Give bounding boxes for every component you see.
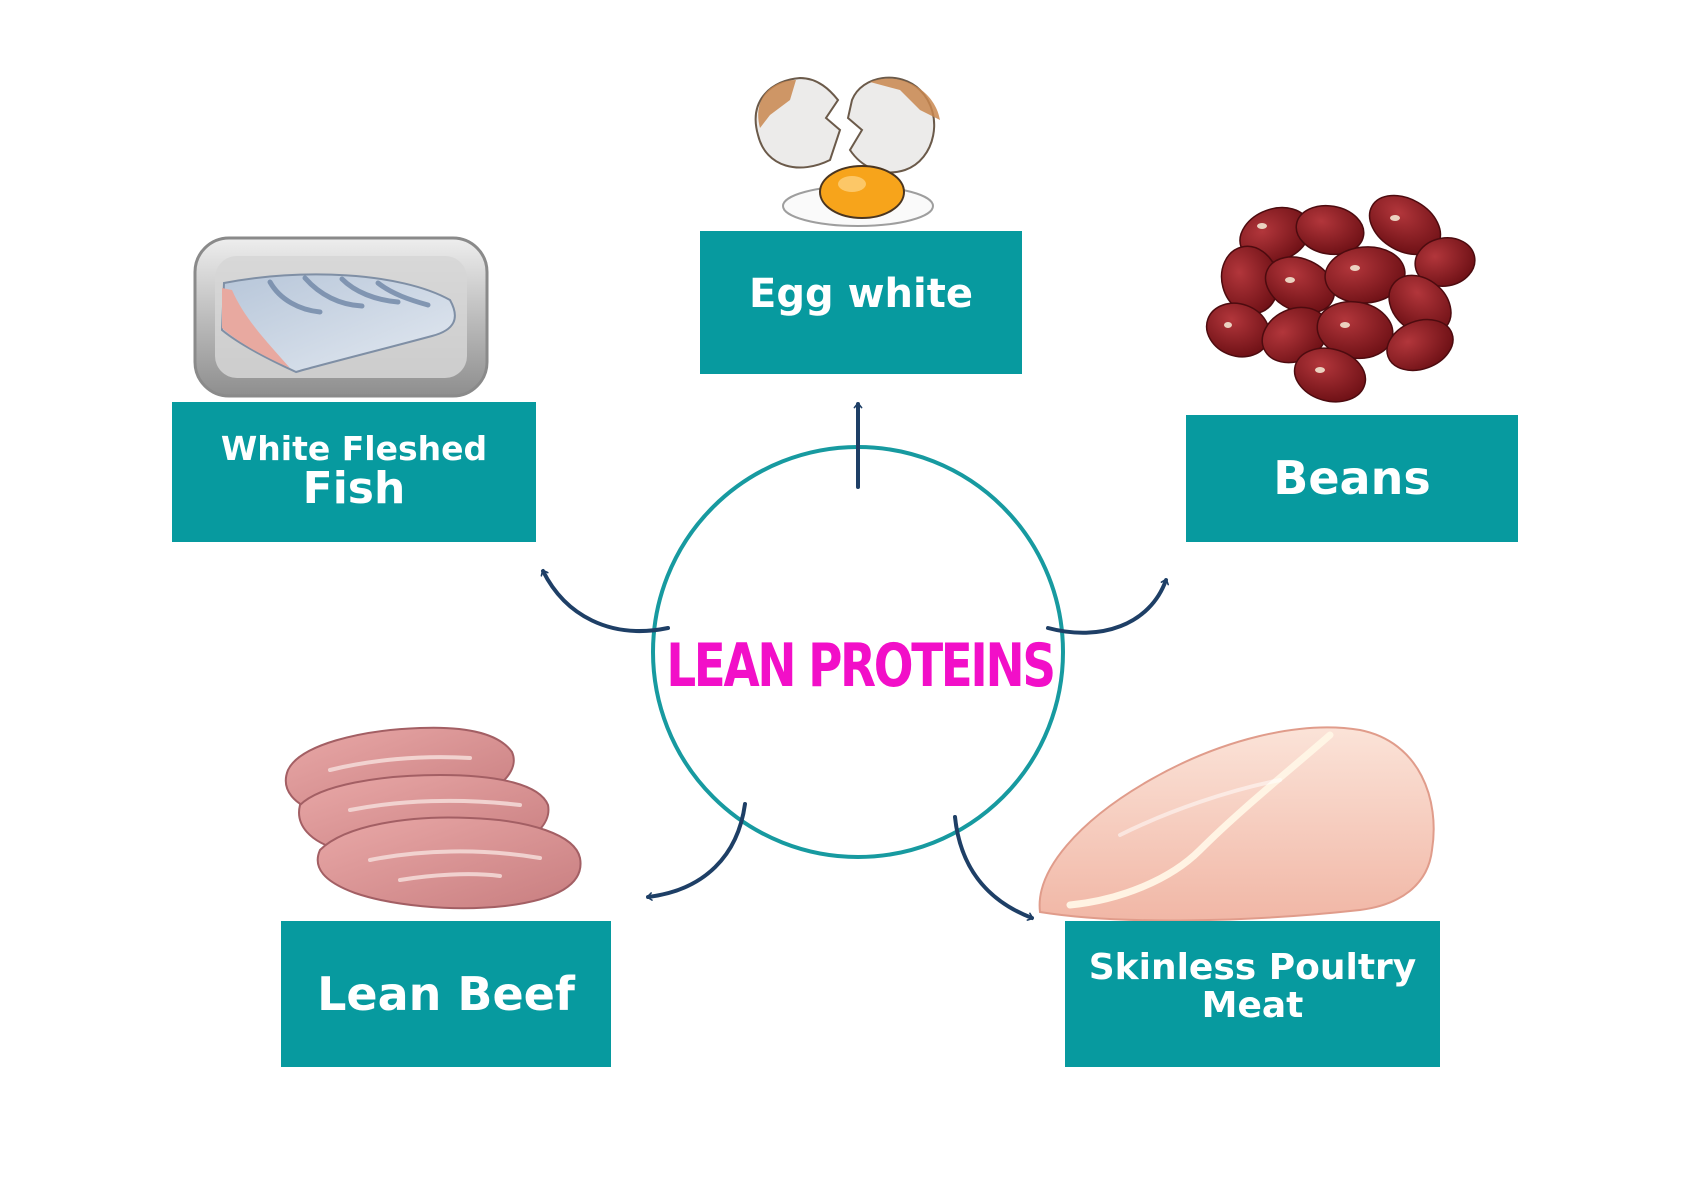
fish-illustration <box>193 236 489 398</box>
beans-label-box: Beans <box>1186 415 1518 542</box>
beans-illustration <box>1205 194 1476 403</box>
poultry-label-box: Skinless Poultry Meat <box>1065 921 1440 1067</box>
arrow-to-beans <box>1046 578 1169 635</box>
center-title: LEAN PROTEINS <box>666 631 1056 701</box>
beans-label: Beans <box>1273 451 1431 506</box>
beef-label-box: Lean Beef <box>281 921 611 1067</box>
beans-highlights <box>1224 215 1400 373</box>
egg-white-label-box: Egg white <box>700 231 1022 374</box>
arrow-to-beef <box>646 802 747 901</box>
egg-illustration <box>754 76 940 227</box>
arrow-to-poultry <box>953 815 1034 921</box>
beef-illustration <box>284 726 582 910</box>
fish-label-line1: White Fleshed <box>220 428 488 468</box>
poultry-label-line2: Meat <box>1201 985 1304 1026</box>
fish-label-box: White Fleshed Fish <box>172 402 536 542</box>
arrow-to-fish <box>540 569 670 633</box>
poultry-illustration <box>1038 726 1435 922</box>
egg-white-label: Egg white <box>749 270 973 317</box>
beef-label: Lean Beef <box>317 966 575 1021</box>
poultry-label-line1: Skinless Poultry <box>1088 947 1417 989</box>
arrows <box>540 402 1169 921</box>
fish-label-line2: Fish <box>302 463 406 515</box>
